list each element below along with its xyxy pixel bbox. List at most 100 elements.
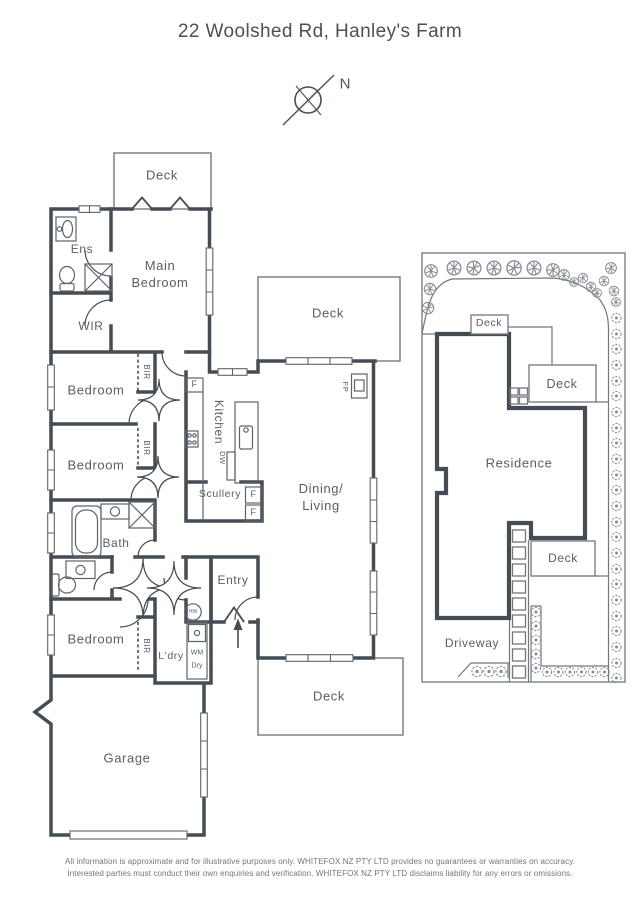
shrub-icon [611, 484, 622, 496]
bathtub-icon [71, 505, 102, 558]
tree-pinwheel-icon [558, 269, 570, 281]
shrub-icon [530, 662, 542, 674]
paver-square-icon [509, 387, 519, 396]
shrub-icon [564, 666, 576, 678]
shrub-icon [541, 666, 553, 678]
label-ens: Ens [70, 242, 94, 257]
shrub-icon [611, 531, 622, 543]
window [285, 357, 353, 365]
sink-icon [65, 560, 96, 580]
label-ldry: L'dry [158, 650, 184, 663]
paver-square-icon [511, 631, 527, 645]
shrub-icon [611, 578, 622, 590]
label-deck-top: Deck [145, 167, 179, 183]
page-title: 22 Woolshed Rd, Hanley's Farm [177, 21, 463, 42]
sink-icon [55, 216, 77, 242]
paver-square-icon [511, 546, 527, 560]
door-swing-star [137, 378, 181, 422]
label-bedroom-3: Bedroom [67, 631, 125, 647]
paver-square-icon [511, 563, 527, 577]
label-deck-mid: Deck [311, 305, 345, 321]
tree-pinwheel-icon [603, 260, 619, 276]
paver-square-icon [518, 396, 529, 405]
site-thin-lines [422, 326, 610, 682]
label-entry: Entry [217, 573, 249, 588]
shrub-icon [611, 641, 622, 653]
door-arc [119, 598, 149, 628]
paver-square-icon [511, 648, 527, 662]
shrub-icon [611, 453, 622, 465]
paver-square-icon [509, 396, 519, 405]
label-dw: DW [217, 451, 227, 465]
label-site-deck-3: Deck [548, 551, 578, 566]
shrub-icon [611, 547, 622, 559]
toilet-icon [58, 265, 76, 292]
paver-square-icon [511, 580, 527, 594]
label-wir: WIR [78, 319, 104, 334]
sink-icon [100, 503, 130, 520]
fixtures [51, 216, 368, 680]
shrub-icon [611, 594, 622, 606]
shrub-icon [611, 375, 622, 387]
disclaimer: All information is approximate and for i… [0, 856, 640, 880]
label-deck-bottom: Deck [312, 688, 346, 704]
shrub-icon [611, 672, 622, 684]
door-arc [84, 299, 112, 327]
bifold-door-chevrons [131, 196, 245, 623]
shrub-icon [611, 312, 622, 324]
label-fp: FP [340, 381, 350, 393]
label-fridge-3: F [250, 507, 257, 518]
label-site-deck-1: Deck [475, 317, 503, 330]
label-bedroom-2: Bedroom [67, 457, 125, 473]
shrub-icon [611, 422, 622, 434]
label-hw: HW [188, 608, 198, 615]
paver-square-icon [511, 614, 527, 628]
shrub-icon [611, 610, 622, 622]
tree-pinwheel-icon [424, 264, 438, 278]
paver-square-icon [511, 529, 527, 543]
door-arc [93, 571, 113, 591]
label-bir-3: BIR [142, 638, 152, 654]
compass-rose-icon [282, 74, 335, 126]
shrub-icon [611, 406, 622, 418]
shrub-icon [611, 390, 622, 402]
label-driveway: Driveway [444, 636, 500, 651]
site-deck-2-outline [528, 364, 597, 403]
door-swing-star [112, 557, 174, 619]
shrub-icon [530, 620, 542, 632]
disclaimer-line-1: All information is approximate and for i… [64, 857, 576, 866]
cooktop-icon [184, 430, 199, 448]
door-arc [84, 249, 112, 277]
label-wm: WM [190, 649, 204, 657]
tree-pinwheel-icon [526, 260, 542, 276]
fridge-box [185, 377, 204, 393]
shrub-icon [530, 634, 542, 646]
window [285, 654, 354, 662]
paver-square-icon [511, 665, 527, 679]
label-residence: Residence [485, 455, 553, 471]
shrub-icon [483, 665, 495, 678]
shrub-icon [471, 665, 483, 678]
fridge-box [244, 486, 263, 504]
shower-icon [84, 263, 113, 292]
label-bedroom-1: Bedroom [67, 382, 125, 398]
door-swing-stars [112, 378, 202, 619]
shrub-icon [576, 666, 587, 678]
tree-pinwheel-icon [486, 260, 502, 276]
paver-square-icon [511, 597, 527, 611]
shower-icon [128, 501, 156, 529]
tree-pinwheel-icon [611, 297, 621, 307]
paver-square-icon [518, 387, 529, 396]
shrub-icon [530, 606, 542, 618]
site-boundary [421, 252, 626, 683]
windows [47, 205, 378, 840]
door-arc [137, 539, 156, 558]
shrub-icon [587, 666, 599, 678]
door-swing-star [146, 560, 202, 616]
label-site-deck-2: Deck [546, 376, 578, 391]
tree-pinwheel-icon [446, 260, 462, 276]
label-main-bedroom: Main Bedroom [131, 258, 189, 290]
shrub-icon [553, 666, 564, 678]
label-bir-1: BIR [142, 364, 152, 380]
shrub-icon [611, 516, 622, 528]
